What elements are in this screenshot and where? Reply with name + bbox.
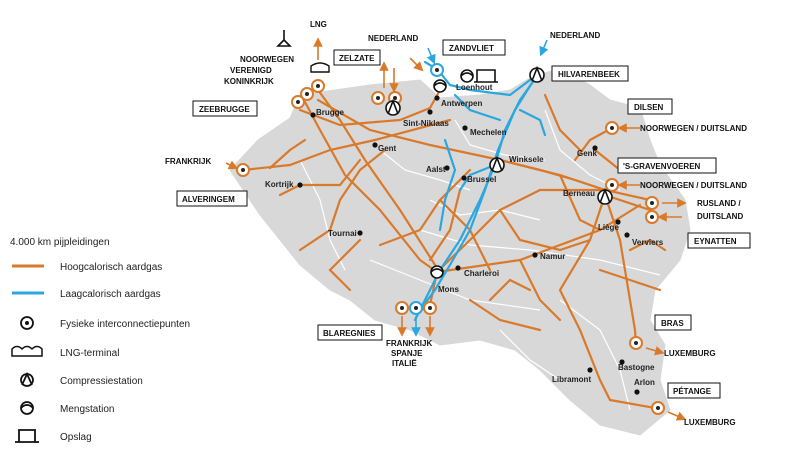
legend-lng-icon (11, 345, 43, 357)
svg-text:ZEEBRUGGE: ZEEBRUGGE (199, 105, 250, 114)
box-eynatten: EYNATTEN (687, 232, 751, 249)
city-sint-niklaas: Sint-Niklaas (403, 119, 449, 128)
label-nederland-right: NEDERLAND (550, 31, 600, 40)
box-s-gravenvoeren: 'S-GRAVENVOEREN (617, 157, 717, 174)
svg-text:BLAREGNIES: BLAREGNIES (323, 329, 376, 338)
import-arrows (225, 37, 687, 421)
label-uk-2: KONINKRIJK (224, 77, 274, 86)
box-bras: BRAS (654, 314, 692, 331)
high-calorific-pipelines (241, 88, 667, 410)
legend-title: 4.000 km pijpleidingen (10, 237, 110, 248)
city-mechelen: Mechelen (470, 128, 507, 137)
legend-low-cal: Laagcalorisch aardgas (60, 289, 161, 300)
box-zandvliet: ZANDVLIET (442, 39, 506, 56)
label-noorwegen-duitsland-1: NOORWEGEN / DUITSLAND (640, 124, 747, 133)
legend-storage: Opslag (60, 432, 92, 443)
legend-blending-icon (20, 401, 34, 415)
city-liege: Liège (598, 223, 619, 232)
label-italie: ITALIË (392, 359, 417, 368)
label-luxemburg-1: LUXEMBURG (664, 349, 716, 358)
city-verviers: Verviers (632, 238, 664, 247)
legend-compressor-icon (20, 371, 34, 387)
compressor-stations (385, 65, 613, 205)
boxed-labels: ZEEBRUGGE ZELZATE ZANDVLIET HILVARENBEEK… (176, 39, 751, 399)
city-winksele: Winksele (509, 155, 544, 164)
label-luxemburg-2: LUXEMBURG (684, 418, 736, 427)
box-petange: PÉTANGE (667, 382, 721, 399)
label-nederland-left: NEDERLAND (368, 34, 418, 43)
legend-high-cal: Hoogcalorisch aardgas (60, 262, 162, 273)
svg-text:ALVERINGEM: ALVERINGEM (182, 195, 235, 204)
storage-icon (474, 69, 498, 83)
city-libramont: Libramont (552, 375, 591, 384)
lng-flame-icon (276, 30, 292, 47)
city-dots (297, 95, 640, 395)
city-arlon: Arlon (634, 378, 655, 387)
legend-compressor: Compressiestation (60, 376, 143, 387)
compressor-icon (489, 155, 505, 173)
label-frankrijk-bottom: FRANKRIJK (386, 339, 432, 348)
svg-text:ZELZATE: ZELZATE (339, 54, 375, 63)
city-tournai: Tournai (328, 229, 357, 238)
label-spanje: SPANJE (391, 349, 423, 358)
low-cal-arrows (411, 39, 549, 337)
city-mons: Mons (438, 285, 459, 294)
legend-lng: LNG-terminal (60, 348, 119, 359)
blending-icon (433, 79, 447, 93)
label-noorwegen: NOORWEGEN (240, 55, 294, 64)
city-aalst: Aalst (426, 165, 446, 174)
low-calorific-pipelines (413, 60, 547, 322)
city-labels: Brugge Antwerpen Loenhout Sint-Niklaas G… (265, 83, 664, 387)
legend-blending: Mengstation (60, 404, 114, 415)
label-uk-1: VERENIGD (230, 66, 272, 75)
legend: 4.000 km pijpleidingen Hoogcalorisch aar… (10, 237, 190, 443)
box-blaregnies: BLAREGNIES (317, 324, 383, 341)
box-dilsen: DILSEN (627, 98, 673, 115)
city-kortrijk: Kortrijk (265, 180, 294, 189)
label-rusland: RUSLAND / (697, 199, 741, 208)
province-borders (299, 109, 661, 411)
city-berneau: Berneau (563, 189, 595, 198)
box-alveringem: ALVERINGEM (176, 190, 248, 207)
city-genk: Genk (577, 149, 598, 158)
compressor-icon (597, 187, 613, 205)
box-hilvarenbeek: HILVARENBEEK (551, 65, 629, 82)
label-lng: LNG (310, 20, 327, 29)
city-bastogne: Bastogne (618, 363, 655, 372)
city-antwerpen: Antwerpen (441, 99, 482, 108)
box-zelzate: ZELZATE (333, 49, 381, 66)
lng-terminal-icon (310, 62, 330, 73)
compressor-icon (529, 65, 545, 83)
city-loenhout: Loenhout (456, 83, 493, 92)
legend-storage-icon (15, 429, 39, 443)
svg-text:PÉTANGE: PÉTANGE (673, 387, 712, 396)
svg-text:DILSEN: DILSEN (634, 103, 664, 112)
city-charleroi: Charleroi (464, 269, 499, 278)
legend-interconnection-icon (20, 316, 34, 330)
interconnection-points (236, 63, 665, 415)
direction-labels: LNG NOORWEGEN VERENIGD KONINKRIJK NEDERL… (165, 20, 747, 427)
label-noorwegen-duitsland-2: NOORWEGEN / DUITSLAND (640, 181, 747, 190)
city-brussel: Brussel (467, 175, 496, 184)
svg-text:ZANDVLIET: ZANDVLIET (449, 44, 494, 53)
city-brugge: Brugge (316, 108, 345, 117)
compressor-icon (385, 98, 401, 116)
city-gent: Gent (378, 144, 397, 153)
city-namur: Namur (540, 252, 565, 261)
svg-text:'S-GRAVENVOEREN: 'S-GRAVENVOEREN (623, 162, 701, 171)
label-duitsland: DUITSLAND (697, 212, 743, 221)
svg-text:BRAS: BRAS (661, 319, 684, 328)
blending-stations (430, 69, 474, 279)
svg-text:HILVARENBEEK: HILVARENBEEK (558, 70, 620, 79)
svg-text:EYNATTEN: EYNATTEN (694, 237, 737, 246)
blending-icon (460, 69, 474, 83)
blending-icon (430, 265, 444, 279)
label-frankrijk-left: FRANKRIJK (165, 157, 211, 166)
legend-interconnection: Fysieke interconnectiepunten (60, 319, 190, 330)
box-zeebrugge: ZEEBRUGGE (192, 100, 258, 117)
